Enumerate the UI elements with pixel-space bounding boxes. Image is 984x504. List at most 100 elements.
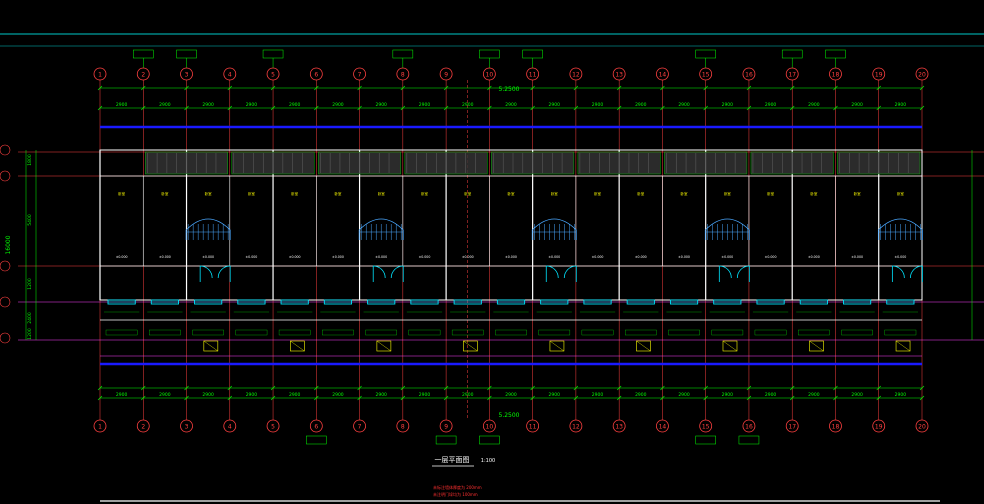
equipment-box: [722, 340, 738, 352]
drawing-title: 一层平面图: [435, 456, 470, 464]
section-flag-top: [262, 49, 284, 59]
overall-dimension-bottom: 5.2500: [499, 412, 520, 419]
axis-bubble-circle: [93, 67, 107, 81]
axis-bubble-bottom-19: 19: [872, 419, 886, 433]
room-label: 卧室: [421, 191, 429, 196]
axis-bubble-bottom-2: 2: [136, 419, 150, 433]
tag-box: [149, 329, 181, 336]
dim-tick: [703, 105, 708, 111]
dim-tick: [660, 395, 665, 401]
dim-tick: [227, 385, 233, 391]
axis-bubble-circle: [180, 67, 193, 81]
tag-box: [884, 329, 917, 336]
axis-bubble-bottom-14: 14: [656, 419, 669, 433]
bay-dimension: 2900: [419, 102, 431, 108]
elevation-label: ±0.000: [202, 255, 214, 259]
door-swing: [718, 265, 732, 282]
dim-tick: [919, 385, 925, 391]
equipment-box-cross: [290, 340, 305, 352]
axis-bubble-label: 19: [875, 72, 883, 79]
room-label: 卧室: [854, 191, 862, 196]
bay-dimension: 2900: [765, 102, 777, 108]
bay-dimension: 2900: [808, 392, 820, 398]
equipment-box-cross: [895, 340, 911, 352]
axis-bubble-circle: [353, 67, 366, 81]
axis-bubble-top-11: 11: [526, 67, 540, 81]
section-flag-bottom: [479, 435, 500, 445]
axis-bubble-bottom-13: 13: [612, 419, 626, 433]
room-label: 卧室: [551, 191, 559, 196]
axis-bubble-circle: [872, 419, 886, 433]
axis-bubble-bottom-1: 1: [93, 419, 107, 433]
tag-box: [322, 329, 354, 336]
axis-bubble-label: 1: [98, 72, 102, 79]
equipment-box-cross: [809, 340, 824, 352]
bay-dimension: 2900: [678, 102, 690, 108]
axis-bubble-bottom-8: 8: [396, 419, 410, 433]
section-flag-top: [479, 49, 500, 59]
equipment-box: [463, 340, 478, 352]
bay-dimension: 2900: [375, 102, 387, 108]
tag-box: [754, 329, 787, 336]
dim-tick: [746, 105, 752, 111]
dim-tick: [357, 385, 362, 391]
dim-tick: [746, 395, 752, 401]
bay-dimension: 2900: [289, 392, 301, 398]
door-swing: [545, 265, 559, 282]
axis-bubble-bottom-15: 15: [699, 419, 713, 433]
elevation-label: ±0.000: [851, 255, 863, 259]
dim-tick: [357, 105, 362, 111]
axis-bubble-label: 9: [444, 424, 448, 431]
axis-bubble-label: 12: [572, 72, 580, 79]
bay-dimension: 2900: [505, 392, 517, 398]
bay-dimension: 2900: [851, 392, 863, 398]
left-vertical-dimension: 1200: [27, 328, 33, 340]
equipment-box: [895, 340, 911, 352]
stair-symbol: [531, 218, 577, 240]
axis-bubble-circle: [223, 419, 237, 433]
elevation-label: ±0.000: [592, 255, 604, 259]
room-label: 卧室: [767, 191, 775, 196]
dim-tick: [184, 395, 189, 401]
axis-bubble-label: 20: [918, 72, 926, 79]
elevation-label: ±0.000: [505, 255, 517, 259]
axis-bubble-circle: [785, 419, 799, 433]
axis-bubble-circle: [136, 67, 150, 81]
axis-bubble-label: 1: [98, 424, 102, 431]
dim-tick: [703, 385, 708, 391]
axis-bubble-label: 15: [702, 424, 710, 431]
stair-arc: [358, 218, 404, 240]
stair-symbol: [704, 218, 750, 240]
axis-row-bubble-0: [0, 144, 11, 156]
dim-tick: [876, 105, 881, 111]
dim-tick: [227, 85, 233, 91]
axis-bubble-label: 16: [745, 72, 753, 79]
axis-bubble-label: 9: [444, 72, 448, 79]
equipment-box-cross: [549, 340, 565, 352]
axis-bubble-label: 6: [314, 424, 318, 431]
tag-box: [668, 329, 700, 336]
dim-tick: [573, 395, 579, 401]
equipment-box-cross: [203, 340, 218, 352]
axis-gridlines: [0, 80, 984, 420]
bay-dimension: 2900: [116, 392, 128, 398]
bay-dimension: 2900: [159, 392, 171, 398]
tag-box: [408, 329, 441, 336]
dim-tick: [833, 395, 838, 401]
axis-bubble-circle: [526, 419, 540, 433]
dim-tick: [487, 105, 492, 111]
room-label: 卧室: [681, 191, 689, 196]
stair-arc: [704, 218, 750, 240]
axis-bubble-circle: [266, 419, 280, 433]
axis-bubble-circle: [915, 419, 929, 433]
equipment-box: [203, 340, 219, 352]
axis-bubble-label: 11: [529, 72, 537, 79]
dim-tick: [530, 105, 535, 111]
dim-tick: [141, 105, 146, 111]
section-flag-top: [392, 49, 414, 59]
tag-box: [235, 329, 268, 336]
dim-tick: [227, 395, 233, 401]
axis-bubble-top-2: 2: [136, 67, 150, 81]
left-total-dimension: 16000: [5, 235, 12, 254]
